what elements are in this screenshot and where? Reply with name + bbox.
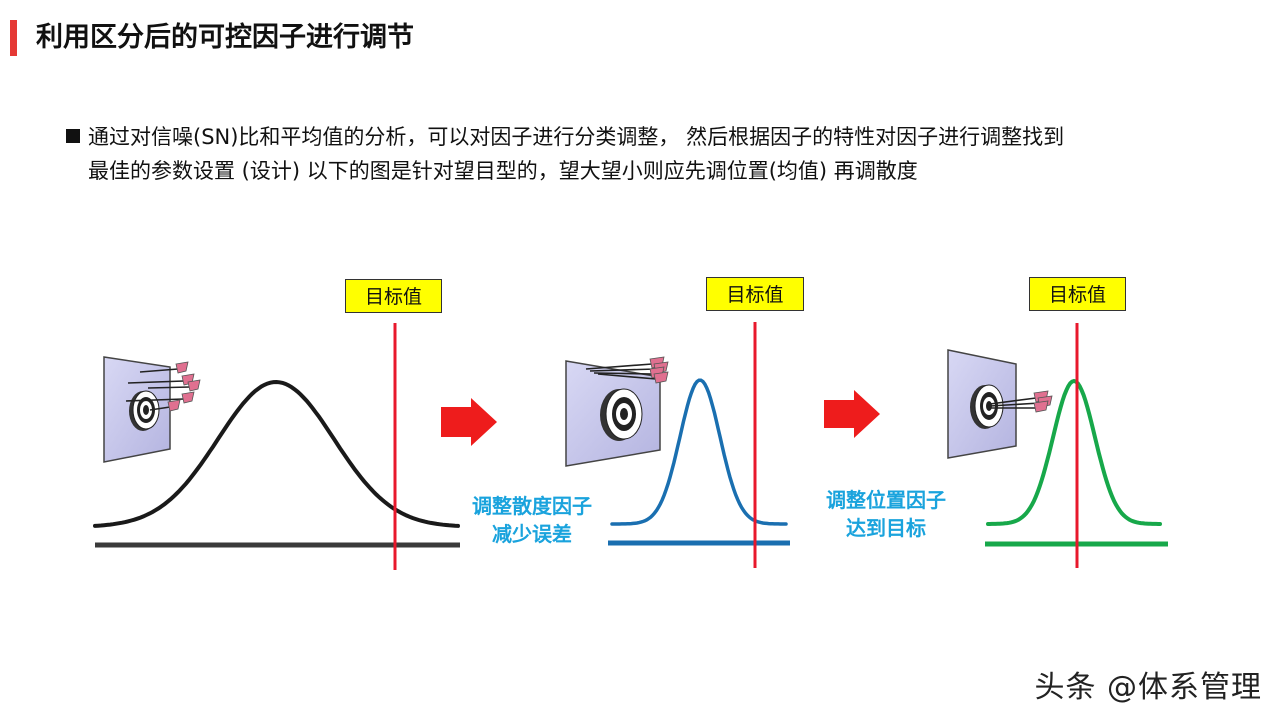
target-value-label-2: 目标值	[706, 277, 804, 311]
square-bullet-icon	[66, 129, 80, 143]
step-label-2-line1: 调整位置因子	[826, 488, 946, 512]
dartboard-icon	[565, 360, 661, 467]
dartboard-icon	[947, 349, 1017, 459]
arrow-right-icon	[824, 390, 880, 438]
target-value-label-1: 目标值	[345, 279, 442, 313]
distribution-curve-wide	[93, 379, 460, 528]
dart-icon	[989, 390, 1053, 413]
bullet-line-1: 通过对信噪(SN)比和平均值的分析，可以对因子进行分类调整， 然后根据因子的特性…	[88, 125, 1065, 149]
step-label-2: 调整位置因子 达到目标	[801, 486, 971, 542]
bullet-line-2: 最佳的参数设置 (设计) 以下的图是针对望目型的，望大望小则应先调位置(均值) …	[88, 159, 918, 183]
dart-icon	[585, 356, 669, 384]
panel-1	[93, 323, 460, 570]
dart-icon	[125, 361, 201, 412]
title-accent-bar	[10, 20, 17, 56]
bullet-paragraph: 通过对信噪(SN)比和平均值的分析，可以对因子进行分类调整， 然后根据因子的特性…	[66, 120, 1226, 188]
arrow-right-icon	[441, 398, 497, 446]
distribution-curve-centered	[986, 378, 1162, 526]
step-label-2-line2: 达到目标	[846, 516, 926, 540]
panel-2	[565, 322, 790, 568]
dartboard-icon	[103, 356, 171, 463]
step-label-1-line1: 调整散度因子	[472, 494, 592, 518]
target-value-label-3: 目标值	[1029, 277, 1126, 311]
footer-watermark: 头条 @体系管理	[1034, 670, 1262, 705]
distribution-curve-narrow	[610, 378, 788, 526]
panel-3	[947, 323, 1168, 568]
slide-title: 利用区分后的可控因子进行调节	[36, 22, 414, 53]
step-label-1: 调整散度因子 减少误差	[447, 492, 617, 548]
step-label-1-line2: 减少误差	[492, 522, 572, 546]
